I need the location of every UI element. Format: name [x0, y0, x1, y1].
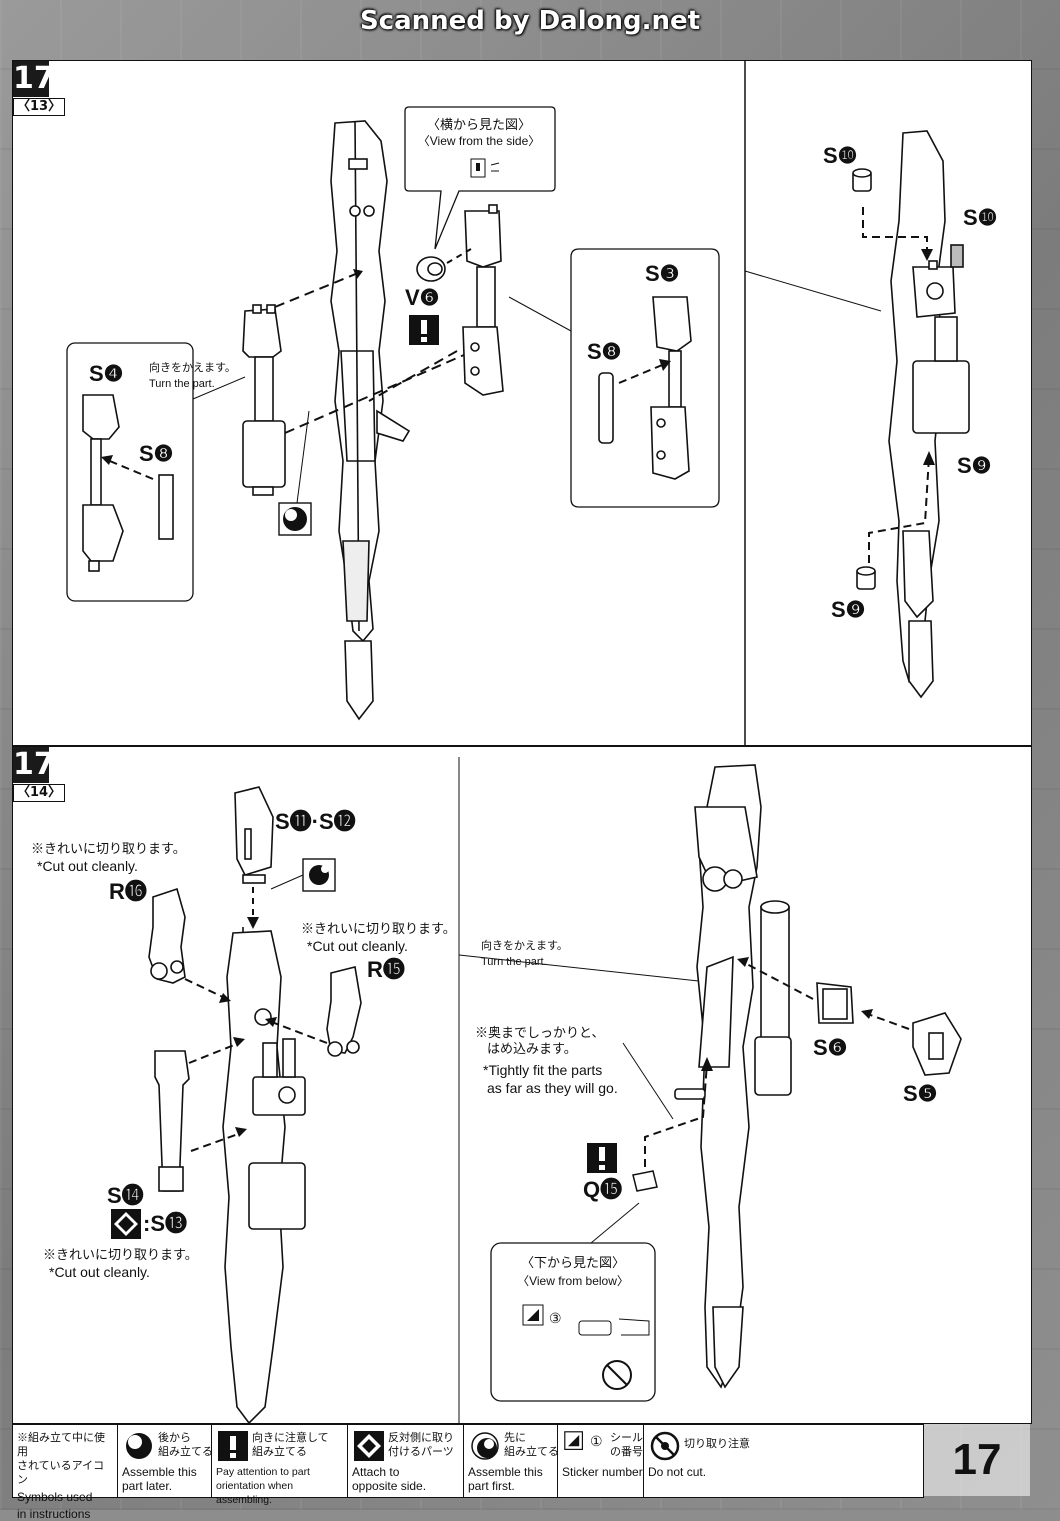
part-s14 [154, 1050, 190, 1192]
legend-first-en: Assemble this part first. [468, 1465, 543, 1493]
inset-right-part [598, 296, 692, 480]
cut-label-en-3: *Cut out cleanly. [49, 1264, 150, 1280]
legend-header-jp-1: ※組み立て中に使用 [17, 1432, 105, 1458]
legend-item-sticker: シール の番号 ① Sticker number [557, 1425, 643, 1497]
below-view-label-en: 〈View from below〉 [517, 1274, 629, 1288]
inset-left-part [82, 394, 174, 572]
part-v6-cap [416, 256, 446, 282]
legend-orientation-jp: 向きに注意して 組み立てる [252, 1432, 329, 1458]
step-panel-bottom: 17 〈14〉 [12, 746, 1032, 1424]
turn-label-jp-bottom: 向きをかえます。 [481, 938, 568, 952]
part-r16 [148, 887, 186, 984]
half-circle-later-icon [126, 1433, 152, 1459]
exclamation-icon [218, 1431, 248, 1461]
fit-label-en-1: *Tightly fit the parts [483, 1062, 602, 1078]
step-number: 17 [13, 61, 55, 97]
legend-header-en-1: Symbols used [17, 1490, 93, 1504]
cut-label-en-1: *Cut out cleanly. [37, 858, 138, 874]
legend-header: ※組み立て中に使用 されているアイコン Symbols used in inst… [13, 1425, 117, 1521]
legend-item-first: 先に 組み立てる Assemble this part first. [463, 1425, 559, 1497]
part-label-s14: S⓮ [107, 1183, 144, 1208]
part-q15 [632, 1170, 658, 1192]
side-view-callout [404, 106, 556, 250]
part-s11-top [234, 786, 274, 884]
legend-item-later: 後から 組み立てる Assemble this part later. [117, 1425, 213, 1497]
legend-do-not-cut-en: Do not cut. [648, 1465, 707, 1479]
scanner-watermark: Scanned by Dalong.net [359, 6, 701, 36]
rifle-body-large [694, 764, 792, 1389]
legend-sticker-circle-number: ① [590, 1433, 603, 1449]
cut-label-jp-2: ※きれいに切り取ります。 [301, 921, 456, 936]
part-label-s5: S❺ [903, 1081, 937, 1106]
side-view-label-jp: 〈横から見た図〉 [427, 117, 531, 132]
step-panel-top: 17 〈13〉 [12, 60, 1032, 746]
turn-label-jp: 向きをかえます。 [149, 360, 236, 374]
legend-later-jp: 後から 組み立てる [158, 1432, 213, 1458]
do-not-cut-icon [650, 1431, 680, 1461]
page-number: 17 [924, 1424, 1030, 1496]
half-circle-first-icon [471, 1432, 499, 1460]
rifle-body-left [222, 927, 306, 1423]
inset-box-right [570, 248, 720, 508]
small-pin-part [674, 1088, 706, 1100]
legend-sticker-en: Sticker number [562, 1465, 643, 1479]
part-label-q15: Q⓯ [583, 1177, 622, 1202]
part-label-r16: R⓰ [109, 879, 147, 904]
fit-label-en-2: as far as they will go. [487, 1080, 618, 1096]
part-label-s8-left: S❽ [139, 441, 173, 466]
fit-label-jp-2: はめ込みます。 [487, 1041, 577, 1056]
part-label-v6: V❻ [405, 285, 439, 310]
legend-later-en: Assemble this part later. [122, 1465, 197, 1493]
part-label-s13: :S⓭ [143, 1211, 187, 1236]
barrel-assembly-left [242, 304, 286, 496]
turn-label-en-bottom: Turn the part. [481, 956, 547, 968]
part-s5 [912, 1012, 962, 1076]
opposite-side-icon [354, 1431, 384, 1461]
part-label-s9-body: S❾ [957, 453, 991, 478]
part-s9-cap [856, 566, 876, 590]
part-label-s8-right: S❽ [587, 339, 621, 364]
legend-header-jp-2: されているアイコン [17, 1460, 105, 1486]
part-label-s10-body: S❿ [963, 205, 997, 230]
cut-label-jp-3: ※きれいに切り取ります。 [43, 1247, 198, 1262]
part-label-s9-cap: S❾ [831, 597, 865, 622]
legend-opposite-en: Attach to opposite side. [352, 1465, 427, 1493]
part-s10-cap [852, 168, 872, 192]
below-view-label-jp: 〈下から見た図〉 [521, 1255, 625, 1270]
part-label-s11-s12: S⓫·S⓬ [275, 809, 356, 834]
rifle-body-right [888, 130, 970, 699]
legend-item-do-not-cut: 切り取り注意 Do not cut. [643, 1425, 755, 1497]
top-diagram: 〈横から見た図〉 〈View from the side〉 向きをかえます。 T… [66, 61, 997, 745]
legend-first-jp: 先に 組み立てる [504, 1432, 559, 1458]
legend-orientation-en: Pay attention to part orientation when a… [216, 1466, 310, 1506]
step-sub-number-bottom: 〈14〉 [13, 784, 66, 802]
step-sub-number: 〈13〉 [13, 98, 66, 116]
sticker-icon [564, 1431, 583, 1450]
fit-label-jp-1: ※奥までしっかりと、 [475, 1025, 604, 1040]
part-s6 [816, 982, 854, 1024]
part-label-s6: S❻ [813, 1035, 847, 1060]
sticker-number-label: ③ [549, 1310, 562, 1326]
legend-do-not-cut-jp: 切り取り注意 [684, 1438, 750, 1450]
part-label-s3: S❸ [645, 261, 679, 286]
legend-item-opposite: 反対側に取り 付けるパーツ Attach to opposite side. [347, 1425, 463, 1497]
rifle-body-main [330, 120, 411, 721]
part-r15 [326, 966, 362, 1057]
legend-sticker-jp: シール の番号 [610, 1432, 643, 1458]
part-label-r15: R⓯ [367, 957, 405, 982]
turn-label-en: Turn the part. [149, 378, 215, 390]
bottom-diagram: S⓫·S⓬ ※きれいに切り取ります。 *Cut out cleanly. R⓰ … [31, 757, 962, 1423]
part-label-s10-cap: S❿ [823, 143, 857, 168]
legend-item-orientation: 向きに注意して 組み立てる Pay attention to part orie… [211, 1425, 347, 1506]
side-view-label-en: 〈View from the side〉 [418, 134, 541, 148]
symbol-legend: ※組み立て中に使用 されているアイコン Symbols used in inst… [12, 1424, 924, 1521]
barrel-assembly-center [462, 204, 504, 396]
legend-opposite-jp: 反対側に取り 付けるパーツ [388, 1432, 454, 1458]
cut-label-en-2: *Cut out cleanly. [307, 938, 408, 954]
step-number-bottom: 17 [13, 747, 55, 783]
cut-label-jp-1: ※きれいに切り取ります。 [31, 841, 186, 856]
part-label-s4: S❹ [89, 361, 123, 386]
